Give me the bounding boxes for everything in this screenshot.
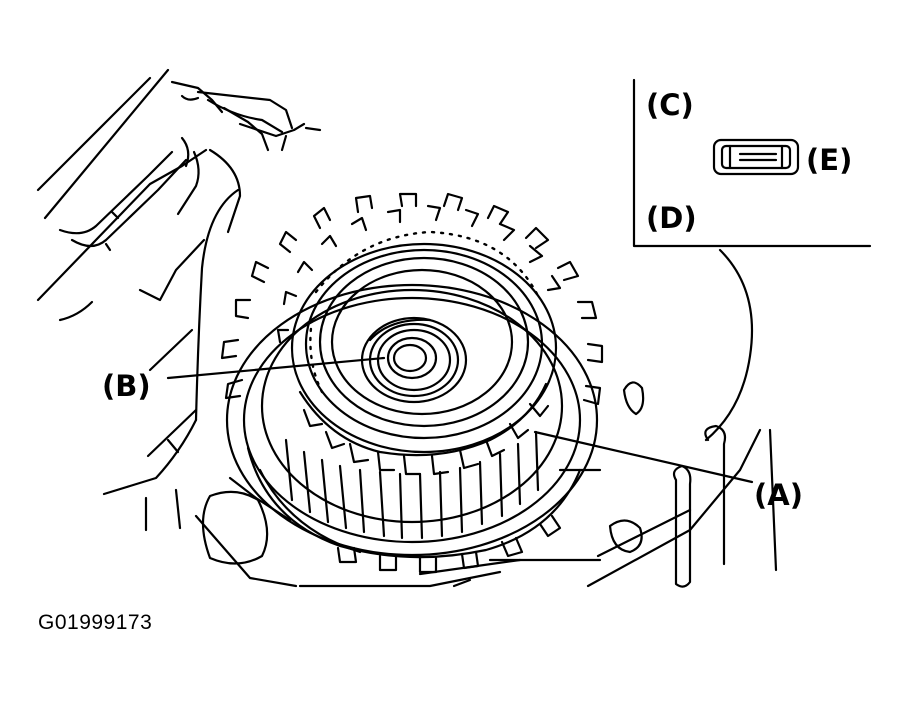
inset-panel (632, 78, 872, 248)
callout-d: (D) (646, 201, 697, 235)
snap-ring (309, 230, 542, 394)
callout-b: (B) (102, 369, 151, 403)
clutch-hub (276, 204, 562, 476)
callout-e: (E) (806, 143, 852, 177)
leader-line-a (533, 430, 754, 484)
callout-c: (C) (646, 88, 694, 122)
clutch-drum-assembly (220, 192, 604, 574)
leader-line-b (166, 356, 386, 380)
snap-ring-end-icon (712, 138, 800, 176)
transmission-case (36, 68, 778, 588)
figure-id: G01999173 (38, 611, 153, 634)
callout-a: (A) (754, 478, 803, 512)
